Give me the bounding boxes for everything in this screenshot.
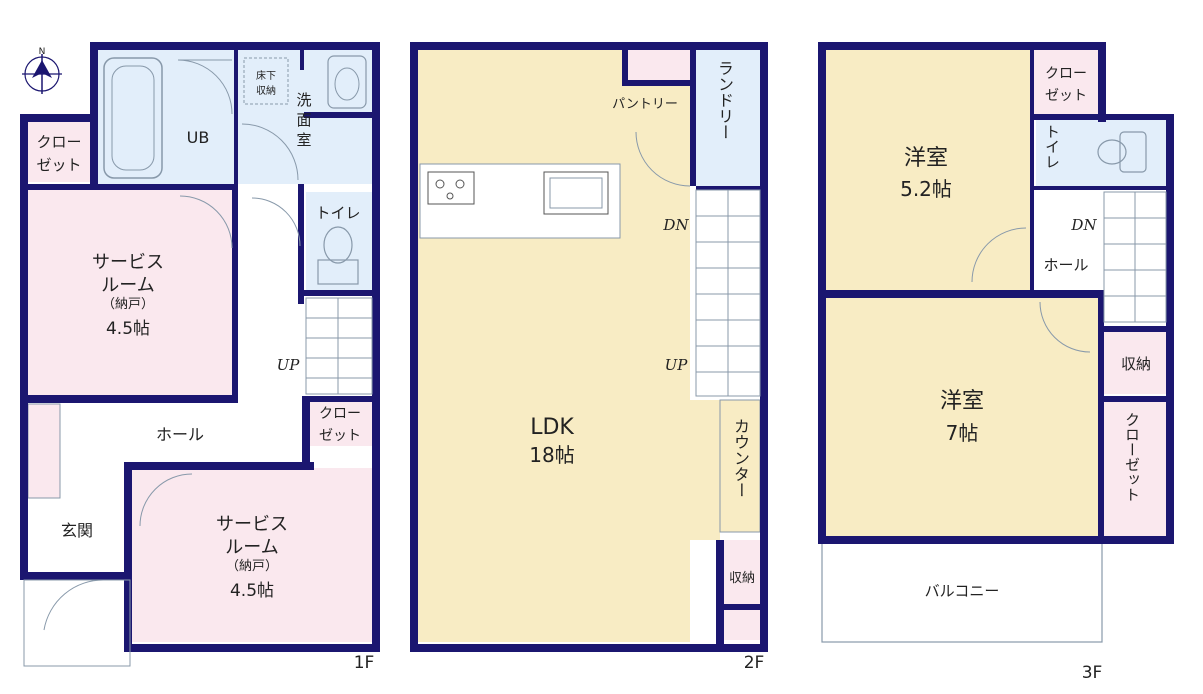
floor-2: パントリー ランドリー DN UP LDK 18帖 カウンター 収納 2F bbox=[410, 42, 768, 673]
service-top-sub: （納戸） bbox=[102, 297, 154, 312]
balcony-label: バルコニー bbox=[925, 582, 1000, 600]
washroom-label-2: 面 bbox=[296, 111, 311, 129]
closet-mid-label-1: クロー bbox=[319, 406, 361, 422]
closet-left-1f bbox=[28, 120, 90, 182]
walls-1f bbox=[20, 42, 380, 652]
service-top-name-1: サービス bbox=[92, 252, 164, 273]
door-arc-toilet bbox=[251, 197, 301, 247]
room-b-size: 7帖 bbox=[946, 421, 979, 445]
door-arc-laundry bbox=[635, 131, 691, 187]
room-a-size: 5.2帖 bbox=[900, 177, 952, 201]
up-label-1f: UP bbox=[277, 356, 301, 374]
pantry bbox=[628, 50, 690, 80]
storage-3f bbox=[1104, 332, 1166, 394]
bathroom-ub bbox=[98, 50, 234, 184]
counter-label: カウンター bbox=[731, 418, 750, 498]
stove-icon bbox=[427, 171, 475, 205]
storage-2f bbox=[724, 540, 760, 640]
service-top-size: 4.5帖 bbox=[106, 319, 150, 339]
service-room-top bbox=[28, 190, 234, 395]
up-label-2f: UP bbox=[665, 356, 689, 374]
toilet-3f bbox=[1036, 120, 1166, 188]
balcony bbox=[821, 541, 1103, 643]
storage-3f-label: 収納 bbox=[1121, 355, 1151, 373]
underfloor-label-2: 収納 bbox=[256, 84, 276, 97]
toilet-1f bbox=[306, 192, 372, 292]
closet-side-3f-label: クローゼット bbox=[1123, 412, 1141, 502]
counter bbox=[719, 399, 761, 533]
hall-1f-label: ホール bbox=[156, 425, 204, 444]
service-bottom-sub: （納戸） bbox=[226, 559, 278, 574]
closet-top-3f bbox=[1034, 50, 1098, 114]
underfloor-storage-box bbox=[243, 57, 289, 105]
closet-left-label-2: ゼット bbox=[36, 156, 81, 174]
closet-mid-label-2: ゼット bbox=[319, 428, 361, 444]
service-room-bottom bbox=[132, 468, 372, 642]
floor-1-label: 1F bbox=[354, 653, 375, 673]
dn-label-2f: DN bbox=[662, 216, 689, 234]
toilet-3f-icon bbox=[1119, 131, 1147, 173]
ldk-area bbox=[418, 50, 690, 642]
floor-2-label: 2F bbox=[744, 653, 765, 673]
shoe-cabinet bbox=[27, 403, 61, 499]
washbasin-icon bbox=[327, 55, 367, 109]
stairs-2f bbox=[695, 189, 761, 397]
service-bottom-name-1: サービス bbox=[216, 514, 288, 535]
porch bbox=[23, 579, 131, 667]
stairs-1f bbox=[305, 297, 373, 395]
ldk-size: 18帖 bbox=[529, 443, 574, 467]
floor-3: クロー ゼット 洋室 5.2帖 トイレ DN ホール 収納 洋室 7帖 クローゼ… bbox=[818, 42, 1174, 683]
pantry-label: パントリー bbox=[612, 97, 678, 112]
kitchen-counter bbox=[419, 163, 621, 239]
toilet-icon bbox=[317, 259, 359, 285]
door-arc-entrance bbox=[43, 579, 105, 631]
washroom-label-1: 洗 bbox=[296, 91, 311, 109]
hall-3f-label: ホール bbox=[1043, 256, 1088, 274]
closet-side-3f bbox=[1104, 402, 1166, 538]
storage-2f-label: 収納 bbox=[729, 571, 755, 586]
service-bottom-size: 4.5帖 bbox=[230, 581, 274, 601]
walls-2f bbox=[410, 42, 768, 652]
bathtub-icon bbox=[103, 57, 163, 179]
western-room-b bbox=[826, 298, 1098, 538]
entrance-label: 玄関 bbox=[61, 521, 93, 540]
closet-mid-1f bbox=[308, 400, 372, 446]
door-arc-room-b bbox=[1039, 301, 1091, 353]
room-b-name: 洋室 bbox=[940, 389, 984, 414]
door-arc-ub bbox=[177, 59, 233, 115]
walls-3f bbox=[818, 42, 1174, 544]
compass-north-label: N bbox=[39, 47, 46, 57]
stairs-3f bbox=[1103, 191, 1167, 323]
ldk-label: LDK bbox=[530, 415, 574, 440]
room-a-name: 洋室 bbox=[904, 146, 948, 171]
laundry-room bbox=[696, 50, 760, 186]
sink-icon bbox=[543, 171, 609, 215]
service-bottom-name-2: ルーム bbox=[225, 537, 278, 558]
toilet-1f-label: トイレ bbox=[315, 204, 360, 222]
door-arc-service-bottom bbox=[139, 473, 193, 527]
door-arc-wash bbox=[241, 123, 299, 181]
door-arc-service-top bbox=[179, 195, 233, 249]
western-room-a bbox=[826, 50, 1030, 290]
floor-1: クロー ゼット UB 床下 収納 洗 面 室 トイレ サービス ルーム （納戸）… bbox=[20, 42, 380, 673]
closet-top-3f-label-2: ゼット bbox=[1045, 88, 1087, 104]
underfloor-label-1: 床下 bbox=[256, 69, 276, 82]
service-top-name-2: ルーム bbox=[101, 275, 154, 296]
washroom-label-3: 室 bbox=[296, 131, 311, 149]
laundry-label: ランドリー bbox=[715, 60, 734, 140]
ub-label: UB bbox=[187, 128, 210, 147]
compass-icon: N bbox=[22, 47, 62, 94]
toilet-3f-label: トイレ bbox=[1043, 124, 1061, 169]
floor-3-label: 3F bbox=[1082, 663, 1103, 683]
closet-top-3f-label-1: クロー bbox=[1045, 66, 1087, 82]
closet-left-label-1: クロー bbox=[36, 133, 81, 151]
door-arc-room-a bbox=[971, 227, 1027, 283]
dn-label-3f: DN bbox=[1070, 216, 1097, 234]
